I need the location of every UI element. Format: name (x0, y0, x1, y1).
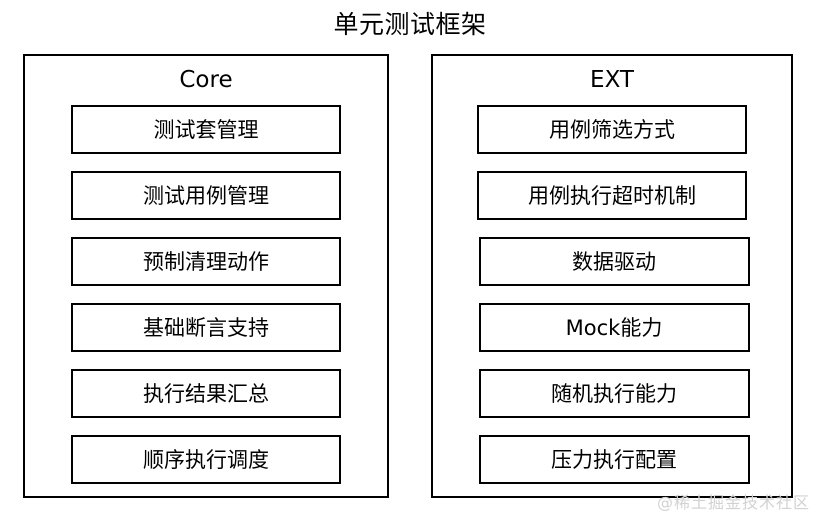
item-box[interactable]: 随机执行能力 (478, 369, 750, 418)
item-label: 预制清理动作 (143, 249, 269, 274)
item-box[interactable]: 压力执行配置 (478, 435, 750, 484)
item-label: 用例筛选方式 (549, 117, 675, 142)
item-box[interactable]: 用例筛选方式 (477, 105, 747, 154)
group-ext: EXT 用例筛选方式 用例执行超时机制 数据驱动 Mock能力 随机执行能力 压… (431, 54, 793, 498)
item-box[interactable]: 预制清理动作 (71, 237, 341, 286)
group-core: Core 测试套管理 测试用例管理 预制清理动作 基础断言支持 执行结果汇总 顺… (23, 54, 389, 498)
item-label: 基础断言支持 (143, 315, 269, 340)
page-title: 单元测试框架 (333, 10, 487, 39)
item-label: 顺序执行调度 (143, 447, 269, 472)
item-label: 数据驱动 (572, 249, 656, 274)
item-box[interactable]: 测试用例管理 (71, 171, 341, 220)
item-label: 执行结果汇总 (143, 381, 269, 406)
item-box[interactable]: 数据驱动 (478, 237, 750, 286)
group-core-title: Core (179, 67, 233, 93)
watermark: @稀土掘金技术社区 (656, 493, 810, 512)
item-box[interactable]: 执行结果汇总 (71, 369, 341, 418)
item-box[interactable]: 测试套管理 (71, 105, 341, 154)
item-label: 随机执行能力 (551, 381, 677, 406)
group-ext-item-list: 用例筛选方式 用例执行超时机制 数据驱动 Mock能力 随机执行能力 压力执行配… (433, 105, 791, 484)
group-core-item-list: 测试套管理 测试用例管理 预制清理动作 基础断言支持 执行结果汇总 顺序执行调度 (25, 105, 387, 484)
item-box[interactable]: Mock能力 (478, 303, 750, 352)
item-label: Mock能力 (565, 315, 663, 340)
item-box[interactable]: 基础断言支持 (71, 303, 341, 352)
item-label: 压力执行配置 (551, 447, 677, 472)
item-label: 测试套管理 (153, 117, 259, 142)
item-box[interactable]: 顺序执行调度 (71, 435, 341, 484)
group-ext-title: EXT (590, 67, 634, 93)
item-label: 测试用例管理 (143, 183, 269, 208)
item-label: 用例执行超时机制 (528, 183, 696, 208)
item-box[interactable]: 用例执行超时机制 (477, 171, 747, 220)
